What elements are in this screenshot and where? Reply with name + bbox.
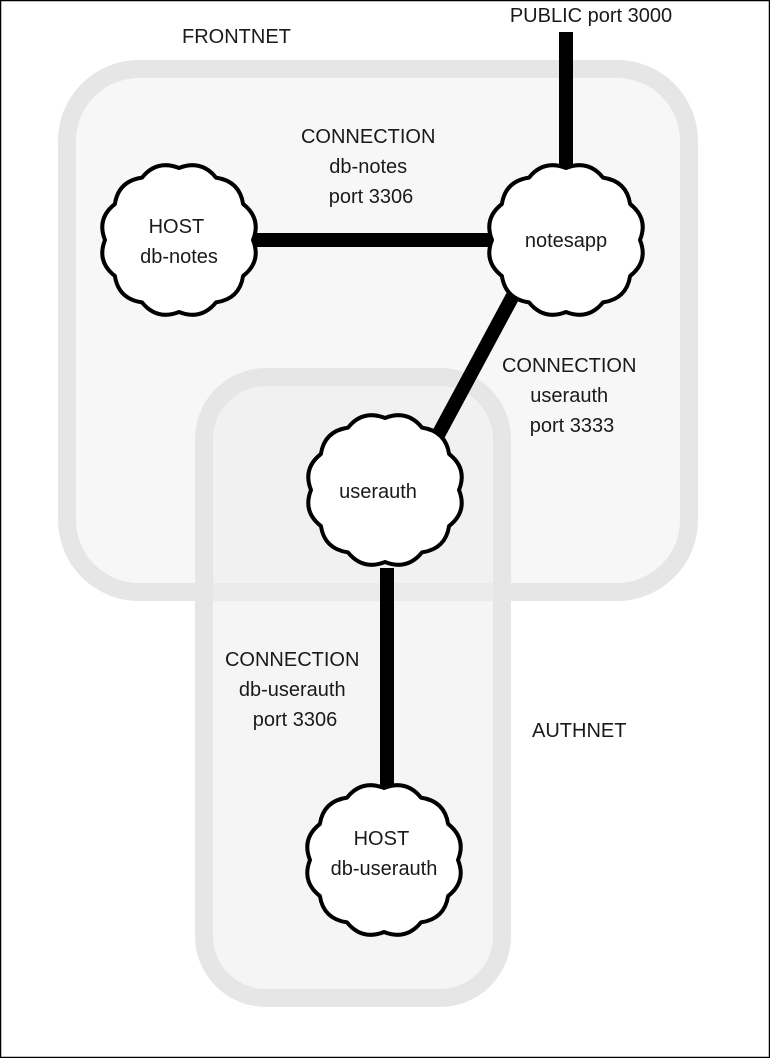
svg-text:notesapp: notesapp: [525, 230, 607, 252]
cloud-notesapp: notesapp: [487, 163, 645, 317]
connection-line: userauth: [530, 385, 608, 407]
frontnet-label: FRONTNET: [182, 26, 291, 48]
cloud-db-userauth: HOST db-userauth: [305, 783, 463, 937]
public-port-label: PUBLIC port 3000: [510, 5, 672, 27]
connection-line: db-userauth: [239, 679, 346, 701]
cloud-userauth: userauth: [306, 413, 464, 567]
node-line: HOST: [149, 216, 204, 238]
cloud-outline: [305, 783, 463, 937]
cloud-outline: [100, 163, 258, 317]
cloud-db-notes: HOST db-notes: [100, 163, 258, 317]
node-line: db-notes: [140, 246, 218, 268]
connection-label-db-notes: CONNECTION db-notes port 3306: [301, 126, 441, 208]
node-line: notesapp: [525, 230, 607, 252]
cloud-outline: [306, 413, 464, 567]
node-line: userauth: [339, 481, 417, 503]
connection-line: CONNECTION: [502, 355, 636, 377]
connection-line: port 3306: [253, 709, 338, 731]
connection-line: CONNECTION: [225, 649, 359, 671]
svg-text:HOST db-userauth: HOST db-userauth: [331, 828, 438, 880]
node-line: HOST: [354, 828, 409, 850]
connection-label-db-userauth: CONNECTION db-userauth port 3306: [225, 649, 365, 731]
connection-line: port 3333: [530, 415, 615, 437]
connection-line: port 3306: [329, 186, 414, 208]
connection-line: db-notes: [329, 156, 407, 178]
authnet-label: AUTHNET: [532, 720, 626, 742]
connection-line: CONNECTION: [301, 126, 435, 148]
svg-text:HOST db-notes: HOST db-notes: [140, 216, 218, 268]
svg-text:userauth: userauth: [339, 481, 417, 503]
cloud-outline: [487, 163, 645, 317]
node-line: db-userauth: [331, 858, 438, 880]
link-userauth: [430, 288, 522, 441]
connection-label-userauth: CONNECTION userauth port 3333: [502, 355, 642, 437]
